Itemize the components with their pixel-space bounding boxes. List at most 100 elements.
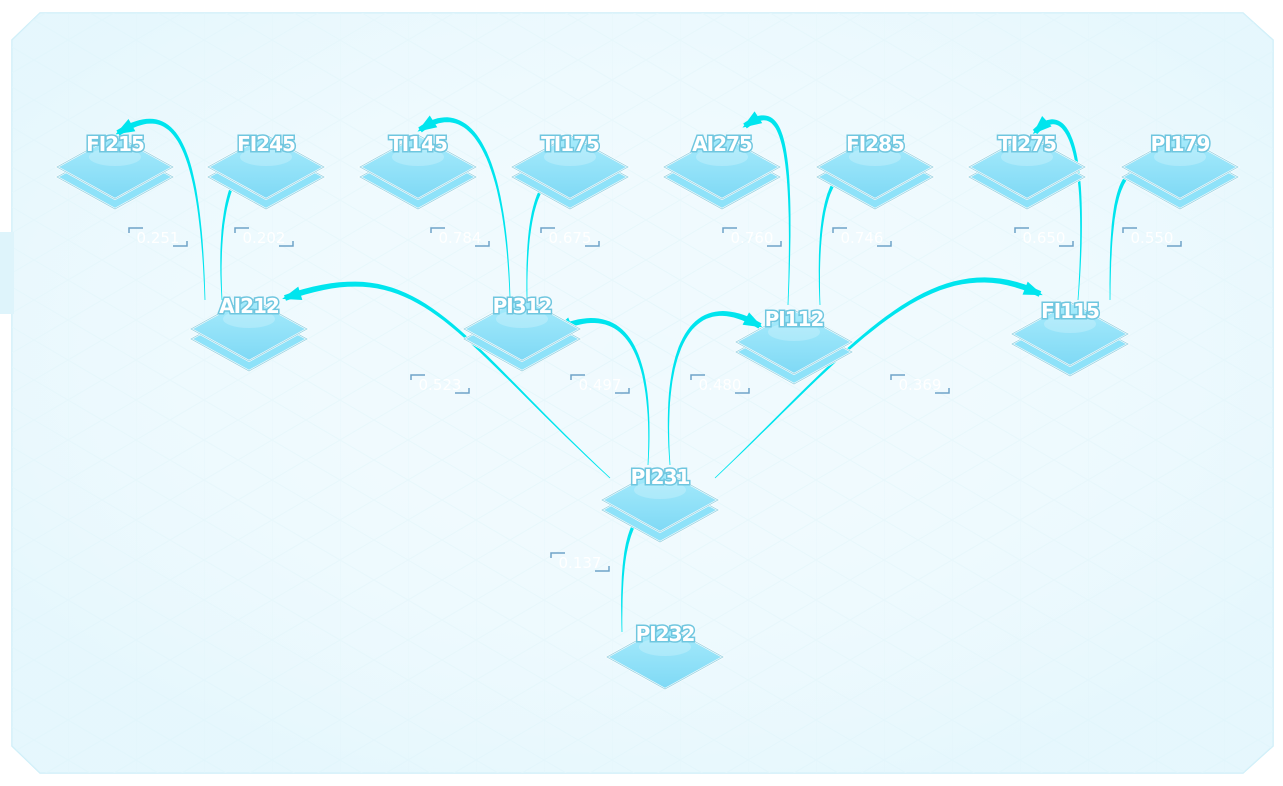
label-bracket-bottom-right [615, 388, 630, 394]
label-bracket-bottom-right [877, 241, 892, 247]
label-bracket-bottom-right [767, 241, 782, 247]
node-label: FI245 [237, 132, 295, 156]
label-bracket-bottom-right [585, 241, 600, 247]
node-fi285[interactable]: FI285 [814, 131, 936, 211]
node-ai212[interactable]: AI212 [188, 293, 310, 373]
edge-pi231-ai212 [282, 281, 611, 479]
node-label: PI232 [636, 622, 695, 646]
node-label-glow [696, 148, 748, 166]
edge-arrowhead [417, 115, 438, 132]
node-fi215[interactable]: FI215 [54, 131, 176, 211]
node-label-glow [89, 148, 141, 166]
node-label: TI275 [998, 132, 1056, 156]
edge-label: 0.650 [1014, 227, 1074, 247]
node-label-glow [392, 148, 444, 166]
node-label: TI175 [541, 132, 599, 156]
edge-ai212-fi215 [115, 118, 206, 300]
edge-label: 0.523 [410, 374, 470, 394]
edge-label: 0.497 [570, 374, 630, 394]
node-layer-outline [359, 134, 477, 200]
label-bracket-top-left [690, 374, 705, 380]
node-layer-outline [735, 309, 853, 375]
node-pi232[interactable]: PI232 [604, 621, 726, 691]
label-bracket-top-left [1122, 227, 1137, 233]
node-ai275[interactable]: AI275 [661, 131, 783, 211]
node-layer-outline [663, 134, 781, 200]
node-label-glow [544, 148, 596, 166]
edge-label: 0.746 [832, 227, 892, 247]
node-label-glow [1044, 315, 1096, 333]
edge-label: 0.760 [722, 227, 782, 247]
node-ti275[interactable]: TI275 [966, 131, 1088, 211]
label-bracket-top-left [540, 227, 555, 233]
edge-label: 0.550 [1122, 227, 1182, 247]
edge-value: 0.480 [699, 376, 742, 394]
edge-arrowhead [742, 111, 763, 128]
label-bracket-top-left [410, 374, 425, 380]
panel-side-accent [0, 232, 14, 314]
label-bracket-bottom-right [1059, 241, 1074, 247]
node-label: PI179 [1151, 132, 1210, 156]
node-pi179[interactable]: PI179 [1119, 131, 1241, 211]
edge-label: 0.675 [540, 227, 600, 247]
node-layer-outline [56, 134, 174, 200]
edge-value: 0.550 [1131, 229, 1174, 247]
edge-pi231-fi115 [714, 277, 1043, 479]
edge-arrowhead [742, 312, 763, 328]
edge-pi231-pi112 [667, 311, 763, 465]
label-bracket-bottom-right [455, 388, 470, 394]
label-bracket-top-left [430, 227, 445, 233]
label-bracket-top-left [550, 552, 565, 558]
edge-value: 0.202 [243, 229, 286, 247]
edge-label: 0.137 [550, 552, 610, 572]
node-layer-outline [1011, 301, 1129, 367]
edge-value: 0.746 [841, 229, 884, 247]
node-label-glow [240, 148, 292, 166]
edge-value: 0.784 [439, 229, 482, 247]
node-label: TI145 [389, 132, 447, 156]
node-label: AI212 [219, 294, 279, 318]
node-label: PI312 [493, 294, 552, 318]
label-bracket-top-left [128, 227, 143, 233]
edge-value: 0.251 [137, 229, 180, 247]
edge-value: 0.137 [559, 554, 602, 572]
node-label: FI115 [1041, 299, 1099, 323]
node-pi112[interactable]: PI112 [733, 306, 855, 386]
edge-label: 0.480 [690, 374, 750, 394]
label-bracket-top-left [890, 374, 905, 380]
label-bracket-bottom-right [1167, 241, 1182, 247]
node-label-glow [1154, 148, 1206, 166]
label-bracket-bottom-right [173, 241, 188, 247]
panel-glow [12, 13, 1273, 773]
node-layer-outline [207, 134, 325, 200]
node-ti145[interactable]: TI145 [357, 131, 479, 211]
node-layer-outline [968, 134, 1086, 200]
node-label-glow [768, 323, 820, 341]
node-layer-outline [601, 467, 719, 533]
node-layer-outline [606, 624, 724, 690]
label-bracket-top-left [570, 374, 585, 380]
edge-pi112-ai275 [742, 111, 791, 306]
edge-label: 0.784 [430, 227, 490, 247]
node-label-glow [849, 148, 901, 166]
node-label: FI285 [846, 132, 904, 156]
node-label-glow [223, 310, 275, 328]
edge-value: 0.675 [549, 229, 592, 247]
edge-label: 0.202 [234, 227, 294, 247]
edge-pi312-ti145 [417, 115, 511, 298]
node-label: FI215 [86, 132, 144, 156]
node-fi245[interactable]: FI245 [205, 131, 327, 211]
node-layer-outline [511, 134, 629, 200]
node-ti175[interactable]: TI175 [509, 131, 631, 211]
node-layer-outline [190, 296, 308, 362]
node-fi115[interactable]: FI115 [1009, 298, 1131, 378]
node-pi312[interactable]: PI312 [461, 293, 583, 373]
node-label-glow [496, 310, 548, 328]
node-label-glow [1001, 148, 1053, 166]
node-label-glow [639, 638, 691, 656]
label-bracket-bottom-right [935, 388, 950, 394]
node-label: AI275 [692, 132, 752, 156]
node-pi231[interactable]: PI231 [599, 464, 721, 544]
node-label: PI231 [631, 465, 690, 489]
